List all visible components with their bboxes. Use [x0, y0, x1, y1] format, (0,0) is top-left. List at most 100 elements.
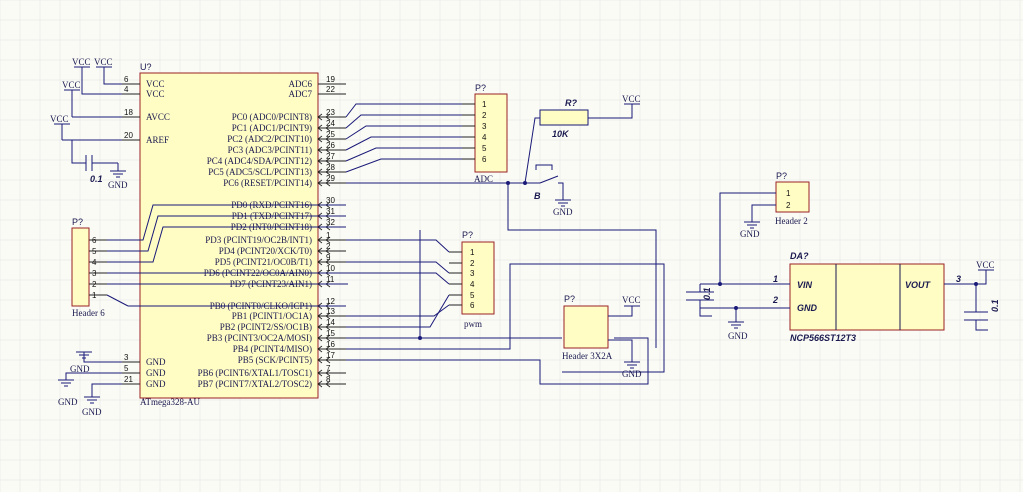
- pwm-header-body[interactable]: [461, 241, 495, 315]
- pwm-header-pin: 2: [470, 259, 475, 268]
- mcu-right-pin-label: ADC7: [288, 89, 312, 99]
- mcu-right-pin-label: PC1 (ADC1/PCINT9): [232, 123, 312, 133]
- vcc-label: VCC: [50, 114, 69, 124]
- header-2-pin-2: 2: [786, 201, 791, 210]
- adc-header-name: ADC: [474, 174, 493, 184]
- header-6-body[interactable]: [71, 227, 90, 307]
- regulator-body[interactable]: [789, 263, 945, 331]
- header-6-pin: 6: [92, 236, 97, 245]
- adc-header-pin: 1: [482, 100, 487, 109]
- resistor-ref: R?: [565, 98, 577, 108]
- header-3x2-ref: P?: [564, 294, 575, 304]
- mcu-right-pin-num: 32: [326, 218, 335, 227]
- mcu-left-pin-num: 18: [124, 108, 133, 117]
- mcu-right-pin-label: PB5 (SCK/PCINT5): [238, 355, 312, 365]
- header-2[interactable]: P? 1 2 Header 2 GND: [719, 171, 810, 284]
- regulator-name: NCP566ST12T3: [790, 333, 856, 343]
- mcu-right-pin-num: 2: [326, 242, 331, 251]
- mcu-right-pin-num: 7: [326, 364, 331, 373]
- adc-header-pin: 4: [482, 133, 487, 142]
- header-3x2-name: Header 3X2A: [562, 351, 613, 361]
- regulator-pin-gnd: 2: [772, 295, 778, 305]
- vcc-label: VCC: [62, 80, 81, 90]
- mcu-left-pin-label: GND: [146, 357, 166, 367]
- mcu-left-pin-num: 20: [124, 131, 133, 140]
- mcu-right-pin-num: 11: [326, 275, 335, 284]
- vcc-port-r: VCC: [622, 94, 641, 105]
- pwm-header-pin: 3: [470, 269, 475, 278]
- mcu-right-pin-num: 9: [326, 253, 331, 262]
- cap-vin: 0.1: [686, 284, 714, 308]
- mcu-right-pin-num: 13: [326, 307, 335, 316]
- mcu-right-pin-num: 1: [326, 231, 331, 240]
- mcu-right-pin-num: 8: [326, 375, 331, 384]
- vcc-label: VCC: [72, 57, 91, 67]
- header-3x2[interactable]: P? Header 3X2A VCC GND: [562, 294, 642, 379]
- header-6-name: Header 6: [72, 308, 105, 318]
- header-6-pin: 3: [92, 269, 97, 278]
- mcu-body[interactable]: [139, 72, 319, 399]
- mcu-name: ATmega328-AU: [140, 397, 200, 407]
- mcu-right-pin-label: PB3 (PCINT3/OC2A/MOSI): [207, 333, 312, 343]
- mcu-right-pin-num: 28: [326, 163, 335, 172]
- mcu-right-pin-label: PB1 (PCINT1/OC1A): [232, 311, 312, 321]
- mcu-right-pin-num: 29: [326, 174, 335, 183]
- header-6-pin: 1: [92, 291, 97, 300]
- resistor-value: 10K: [552, 129, 570, 139]
- mcu-right-pin-num: 17: [326, 351, 335, 360]
- vcc-port-1: VCC: [72, 57, 91, 84]
- mcu-right-pin-label: PC5 (ADC5/SCL/PCINT13): [208, 167, 312, 177]
- mcu-left-pin-num: 4: [124, 85, 129, 94]
- adc-header-pin: 2: [482, 111, 487, 120]
- cap-vout-value: 0.1: [990, 299, 1000, 312]
- gnd-label: GND: [553, 207, 573, 217]
- pwm-header-pin: 1: [470, 248, 475, 257]
- header-6-pin: 2: [92, 280, 97, 289]
- vcc-port-4: VCC: [50, 114, 70, 140]
- regulator-da1[interactable]: DA? VIN GND VOUT NCP566ST12T3 1 2 3: [772, 251, 961, 343]
- gnd-aref: GND: [108, 163, 128, 190]
- reset-button[interactable]: B GND: [525, 164, 573, 217]
- vcc-label: VCC: [94, 57, 113, 67]
- header-3x2-body[interactable]: [563, 305, 609, 349]
- vcc-port-3: VCC: [62, 80, 81, 117]
- gnd-symbols-left: GND GND GND: [58, 351, 122, 417]
- regulator-pin-vin: 1: [773, 274, 778, 284]
- mcu-right-pin-num: 25: [326, 130, 335, 139]
- header-2-pin-1: 1: [786, 189, 791, 198]
- mcu-right-pin-label: PC2 (ADC2/PCINT10): [227, 134, 312, 144]
- pwm-header-name: pwm: [464, 319, 482, 329]
- regulator-gnd: GND: [797, 303, 818, 313]
- adc-header-body[interactable]: [474, 93, 508, 173]
- pwm-header-ref: P?: [462, 230, 473, 240]
- gnd-label: GND: [740, 229, 760, 239]
- mcu-right-pin-num: 12: [326, 297, 335, 306]
- mcu-right-pin-label: PC3 (ADC3/PCINT11): [228, 145, 312, 155]
- mcu-right-pin-num: 10: [326, 264, 335, 273]
- gnd-label: GND: [58, 397, 78, 407]
- header-6-pin: 4: [92, 258, 97, 267]
- mcu-right-pin-label: PD4 (PCINT20/XCK/T0): [219, 246, 312, 256]
- mcu-left-pin-num: 5: [124, 364, 129, 373]
- mcu-right-pin-label: PD5 (PCINT21/OC0B/T1): [215, 257, 312, 267]
- gnd-label: GND: [728, 331, 748, 341]
- mcu-right-pin-label: PC4 (ADC4/SDA/PCINT12): [207, 156, 312, 166]
- wires-header6: [106, 204, 348, 307]
- gnd-label: GND: [82, 407, 102, 417]
- mcu-right-pin-num: 31: [326, 207, 335, 216]
- gnd-label: GND: [622, 369, 642, 379]
- regulator-vout: VOUT: [905, 280, 932, 290]
- resistor-r1[interactable]: R? 10K: [539, 98, 589, 139]
- reset-circuit: R? 10K VCC B GND: [346, 94, 657, 348]
- pwm-header-pin: 4: [470, 280, 475, 289]
- mcu-left-pin-num: 21: [124, 375, 133, 384]
- mcu-left-pin-label: VCC: [146, 89, 165, 99]
- adc-header-pin: 6: [482, 155, 487, 164]
- header-2-body[interactable]: [775, 181, 810, 213]
- cap-vin-value: 0.1: [702, 287, 712, 300]
